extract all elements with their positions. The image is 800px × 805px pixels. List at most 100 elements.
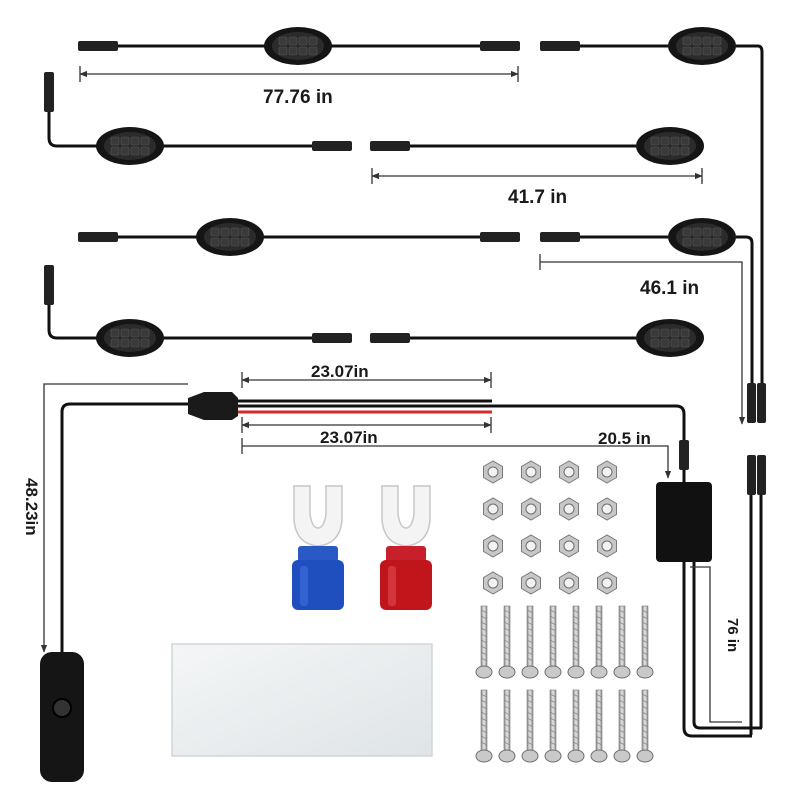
lead-connectors xyxy=(747,383,766,735)
hex-nut xyxy=(483,534,503,558)
hex-nut xyxy=(483,497,503,521)
dimension-label-lead-bottom: 23.07in xyxy=(320,428,378,447)
led-chip xyxy=(140,146,150,156)
led-chip xyxy=(230,237,240,247)
hex-nut xyxy=(559,534,579,558)
led-chip xyxy=(680,136,690,146)
rock-light-pod xyxy=(196,218,264,256)
dimension-label-77: 77.76 in xyxy=(263,87,333,108)
hex-nut xyxy=(597,497,617,521)
led-chip xyxy=(130,338,140,348)
hex-nut xyxy=(483,571,503,595)
dimension-label-41: 41.7 in xyxy=(508,187,568,208)
rock-light-pod xyxy=(96,319,164,357)
led-chip xyxy=(240,227,250,237)
led-chip xyxy=(110,136,120,146)
led-chip xyxy=(130,328,140,338)
led-chip xyxy=(682,46,692,56)
led-chip xyxy=(210,227,220,237)
led-chip xyxy=(692,36,702,46)
screws xyxy=(475,605,654,763)
dimension-label-46: 46.1 in xyxy=(640,278,700,299)
led-chip xyxy=(702,227,712,237)
led-chip xyxy=(308,46,318,56)
led-chip xyxy=(308,36,318,46)
led-chip xyxy=(712,46,722,56)
led-chip xyxy=(288,36,298,46)
power-harness xyxy=(60,392,689,652)
led-chip xyxy=(680,328,690,338)
led-chip xyxy=(680,338,690,348)
led-chip xyxy=(650,338,660,348)
led-chip xyxy=(130,146,140,156)
screw xyxy=(475,605,493,679)
hex-nut xyxy=(559,497,579,521)
controller-box xyxy=(656,482,762,738)
led-chip xyxy=(298,36,308,46)
screw xyxy=(636,689,654,763)
led-chip xyxy=(120,136,130,146)
screw xyxy=(544,689,562,763)
led-chip xyxy=(660,328,670,338)
led-chip xyxy=(702,237,712,247)
led-chip xyxy=(120,338,130,348)
pod-cable-4 xyxy=(370,141,636,151)
hex-nut xyxy=(521,497,541,521)
screw xyxy=(521,605,539,679)
pod-cable-3 xyxy=(44,72,352,151)
pod-cable-5 xyxy=(78,232,520,242)
led-chip xyxy=(712,227,722,237)
hex-nut xyxy=(597,460,617,484)
led-chip xyxy=(140,338,150,348)
led-chip xyxy=(712,36,722,46)
hex-nut xyxy=(521,460,541,484)
screw xyxy=(590,689,608,763)
led-chip xyxy=(210,237,220,247)
led-chip xyxy=(120,328,130,338)
led-chip xyxy=(110,146,120,156)
led-chip xyxy=(220,237,230,247)
led-chip xyxy=(670,136,680,146)
led-chip xyxy=(278,36,288,46)
screw xyxy=(544,605,562,679)
led-chip xyxy=(692,237,702,247)
led-chip xyxy=(120,146,130,156)
led-chip xyxy=(278,46,288,56)
screw xyxy=(636,605,654,679)
led-chip xyxy=(670,338,680,348)
dimension-label-switch: 48.23in xyxy=(22,478,41,536)
screw xyxy=(475,689,493,763)
pod-cable-8 xyxy=(370,333,636,343)
led-chip xyxy=(140,328,150,338)
led-chip xyxy=(660,338,670,348)
led-chip xyxy=(682,36,692,46)
rock-light-pod xyxy=(668,218,736,256)
led-chip xyxy=(670,146,680,156)
screw xyxy=(567,689,585,763)
dimension-label-controller: 20.5 in xyxy=(598,429,651,448)
hex-nut xyxy=(559,571,579,595)
rock-light-pod xyxy=(668,27,736,65)
led-chip xyxy=(110,338,120,348)
led-chip xyxy=(670,328,680,338)
led-chip xyxy=(660,136,670,146)
pod-cable-7 xyxy=(44,265,352,343)
screw xyxy=(613,605,631,679)
spade-terminal-red xyxy=(380,485,432,610)
led-chip xyxy=(298,46,308,56)
led-chip xyxy=(240,237,250,247)
led-chip xyxy=(692,46,702,56)
rocker-switch xyxy=(40,630,84,782)
spade-terminal-blue xyxy=(292,485,344,610)
led-chip xyxy=(130,136,140,146)
hex-nut xyxy=(597,571,617,595)
screw xyxy=(567,605,585,679)
led-chip xyxy=(682,227,692,237)
screw xyxy=(498,689,516,763)
led-chip xyxy=(680,146,690,156)
pod-cable-2 xyxy=(540,41,764,400)
led-chip xyxy=(650,328,660,338)
hex-nut xyxy=(521,571,541,595)
screw xyxy=(521,689,539,763)
